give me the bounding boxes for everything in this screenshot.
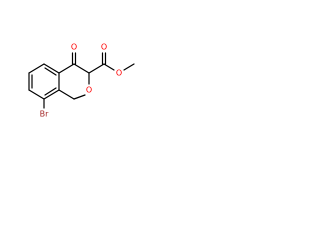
bond-c3-ester-carbon [88,63,105,74]
bond-c4a-c4 [58,63,75,74]
ketone-oxygen-label: O [71,43,77,52]
molecule-structure: O O O O Br [28,43,135,119]
atom-labels: O O O O Br [40,43,123,119]
bond-aromatic-inner-3 [44,87,57,96]
bond-ring-a [28,63,45,74]
bond-ring-e [28,89,45,100]
bonds [28,52,135,109]
bond-c4-c3 [73,63,90,74]
bond-aromatic-inner-2 [44,67,57,76]
bond-ring-b [43,63,60,74]
bond-c1-c8a [58,89,75,100]
bond-ether-methyl [123,63,135,71]
bond-ester-ether [103,63,115,71]
ester-ether-oxygen-label: O [116,69,122,78]
bond-ring-d [43,89,60,100]
ester-carbonyl-oxygen-label: O [101,43,107,52]
bond-o2-c1 [73,94,86,100]
ring-oxygen-label: O [86,86,92,95]
bromine-label: Br [40,110,49,119]
